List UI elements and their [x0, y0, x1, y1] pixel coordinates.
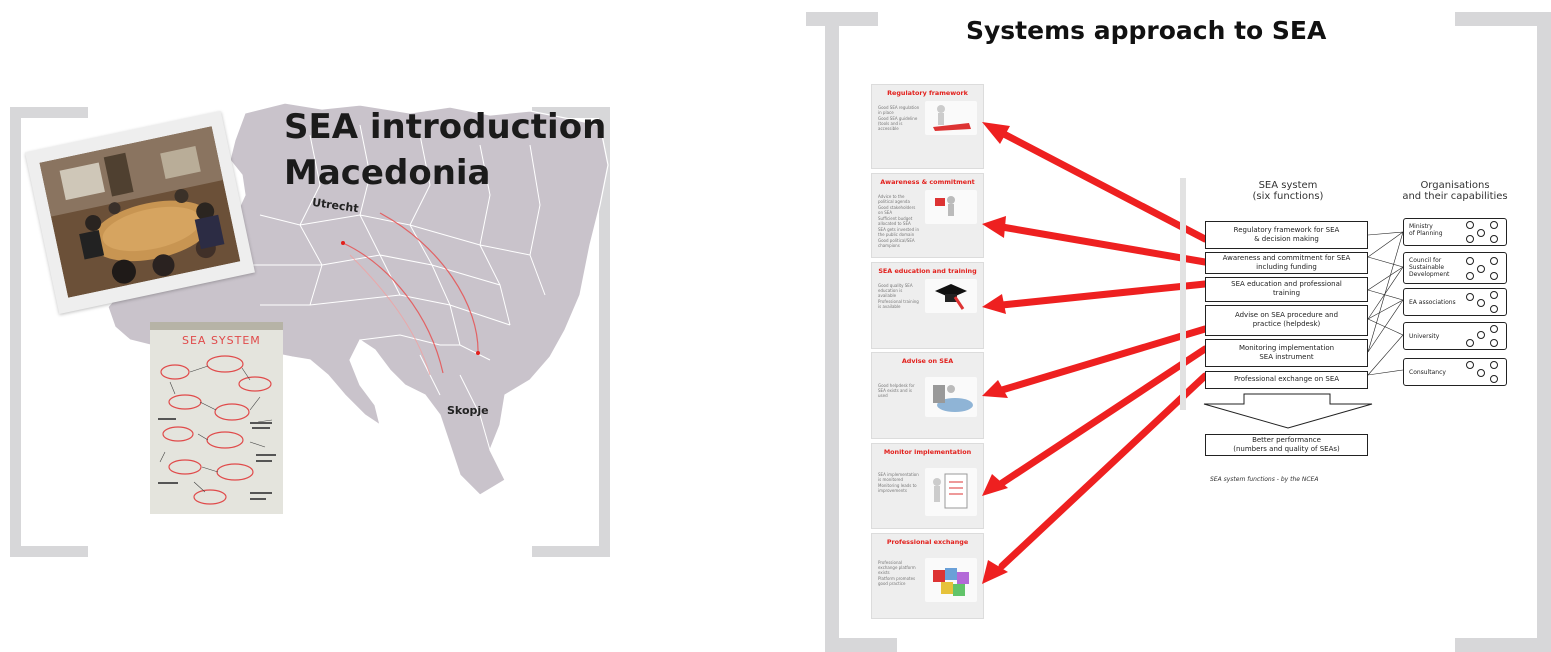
- card-bullets: Advice to the political agenda Good stak…: [878, 194, 920, 249]
- org-box-consultancy: Consultancy: [1403, 358, 1507, 386]
- down-arrow: [1203, 393, 1373, 429]
- figure-with-tape-icon: [933, 105, 971, 131]
- whiteboard-photo: SEA SYSTEM: [150, 322, 283, 514]
- right-slide-bracket-right-top: [1455, 12, 1551, 26]
- card-bullet: Professional exchange platform exists: [878, 560, 916, 575]
- card-illustration: [925, 101, 977, 135]
- function-box-advise: Advise on SEA procedure and practice (he…: [1205, 305, 1368, 336]
- city-label-skopje: Skopje: [447, 404, 489, 417]
- card-bullet: Good SEA guideline (tools and is accessi…: [878, 116, 918, 131]
- card-title: SEA education and training: [878, 267, 977, 275]
- whiteboard-drawing: [150, 322, 283, 514]
- card-advise-on-sea: Advise on SEA Good helpdesk for SEA exis…: [871, 352, 984, 439]
- card-bullet: Good helpdesk for SEA exists and is used: [878, 383, 915, 398]
- card-title: Awareness & commitment: [880, 178, 975, 186]
- right-slide-bracket-left-bottom: [825, 638, 897, 652]
- card-illustration: [925, 558, 977, 602]
- card-bullet: SEA gets invested in the public domain: [878, 227, 920, 237]
- capability-circles: [1464, 221, 1502, 245]
- function-arrows: [982, 122, 1209, 584]
- card-illustration: [925, 377, 977, 417]
- slide-right: [800, 0, 1551, 652]
- card-professional-exchange: Professional exchange Professional excha…: [871, 533, 984, 619]
- system-header: SEA system (six functions): [1252, 180, 1324, 202]
- card-bullets: SEA implementation is monitored Monitori…: [878, 472, 920, 494]
- card-bullet: Advice to the political agenda: [878, 194, 910, 204]
- org-box-ministry: Ministry of Planning: [1403, 218, 1507, 246]
- card-bullet: Professional training is available: [878, 299, 919, 309]
- card-bullet: SEA implementation is monitored: [878, 472, 919, 482]
- function-box-awareness: Awareness and commitment for SEA includi…: [1205, 252, 1368, 274]
- org-name: Council for Sustainable Development: [1409, 257, 1450, 278]
- slide-right-title: Systems approach to SEA: [966, 16, 1327, 45]
- org-box-council: Council for Sustainable Development: [1403, 252, 1507, 284]
- card-title: Monitor implementation: [883, 448, 972, 456]
- card-illustration: [925, 279, 977, 313]
- right-slide-bracket-right-side: [1537, 12, 1551, 652]
- left-bracket-side: [10, 107, 21, 557]
- slide-left: Utrecht Skopje SEA introduction Macedoni…: [0, 0, 620, 652]
- right-bracket-top: [532, 107, 610, 118]
- right-bracket-side: [599, 107, 610, 557]
- card-bullets: Good quality SEA education is available …: [878, 283, 920, 310]
- connector-lines: [1367, 231, 1404, 376]
- org-box-ea-associations: EA associations: [1403, 288, 1507, 316]
- card-bullet: Sufficient budget allocated to SEA: [878, 216, 913, 226]
- function-box-monitoring: Monitoring implementation SEA instrument: [1205, 339, 1368, 367]
- title-line-2: Macedonia: [284, 153, 491, 193]
- right-slide-bracket-right-bottom: [1455, 638, 1551, 652]
- system-panel-divider: [1180, 178, 1186, 410]
- card-bullet: Good stakeholders on SEA: [878, 205, 916, 215]
- card-title: Professional exchange: [886, 538, 969, 546]
- result-box: Better performance (numbers and quality …: [1205, 434, 1368, 456]
- slide-left-title: SEA introduction Macedonia: [284, 104, 606, 196]
- org-name: Ministry of Planning: [1409, 223, 1443, 237]
- card-sea-education-training: SEA education and training Good quality …: [871, 262, 984, 349]
- right-slide-bracket-left-side: [825, 12, 839, 652]
- clipboard-icon: [933, 473, 968, 509]
- org-box-university: University: [1403, 322, 1507, 350]
- left-bracket-top: [10, 107, 88, 118]
- graduation-cap-icon: [935, 284, 967, 310]
- card-awareness-commitment: Awareness & commitment Advice to the pol…: [871, 173, 984, 258]
- helpdesk-icon: [933, 385, 973, 412]
- card-regulatory-framework: Regulatory framework Good SEA regulation…: [871, 84, 984, 169]
- card-bullet: Platform promotes good practice: [878, 576, 916, 586]
- card-title: Regulatory framework: [887, 89, 968, 97]
- org-name: Consultancy: [1409, 369, 1446, 376]
- org-name: University: [1409, 333, 1440, 340]
- card-bullet: Monitoring leads to improvements: [878, 483, 917, 493]
- capability-circles: [1464, 361, 1502, 385]
- puzzle-pieces-icon: [933, 568, 969, 596]
- card-bullets: Good SEA regulation in place Good SEA gu…: [878, 105, 920, 132]
- card-monitor-implementation: Monitor implementation SEA implementatio…: [871, 443, 984, 529]
- capability-circles: [1464, 325, 1502, 349]
- figure-with-sign-icon: [935, 196, 955, 216]
- capability-circles: [1464, 255, 1502, 280]
- card-bullets: Good helpdesk for SEA exists and is used: [878, 383, 920, 399]
- right-bracket-bottom: [532, 546, 610, 557]
- card-illustration: [925, 190, 977, 224]
- organisations-header: Organisations and their capabilities: [1402, 180, 1508, 202]
- card-illustration: [925, 468, 977, 516]
- diagram-caption: SEA system functions - by the NCEA: [1210, 476, 1319, 483]
- right-slide-bracket-left-top: [806, 12, 878, 26]
- function-box-regulatory: Regulatory framework for SEA & decision …: [1205, 221, 1368, 249]
- card-bullets: Professional exchange platform exists Pl…: [878, 560, 920, 587]
- title-line-1: SEA introduction: [284, 107, 607, 147]
- meeting-photo: [25, 111, 255, 314]
- org-name: EA associations: [1409, 299, 1456, 306]
- function-box-exchange: Professional exchange on SEA: [1205, 371, 1368, 389]
- card-bullet: Good political/SEA champions: [878, 238, 915, 248]
- capability-circles: [1464, 291, 1502, 315]
- card-bullet: Good quality SEA education is available: [878, 283, 913, 298]
- function-box-education: SEA education and professional training: [1205, 277, 1368, 302]
- left-bracket-bottom: [10, 546, 88, 557]
- whiteboard-heading: SEA SYSTEM: [182, 334, 261, 347]
- card-title: Advise on SEA: [901, 357, 954, 365]
- meeting-photo-image: [39, 126, 241, 298]
- card-bullet: Good SEA regulation in place: [878, 105, 920, 115]
